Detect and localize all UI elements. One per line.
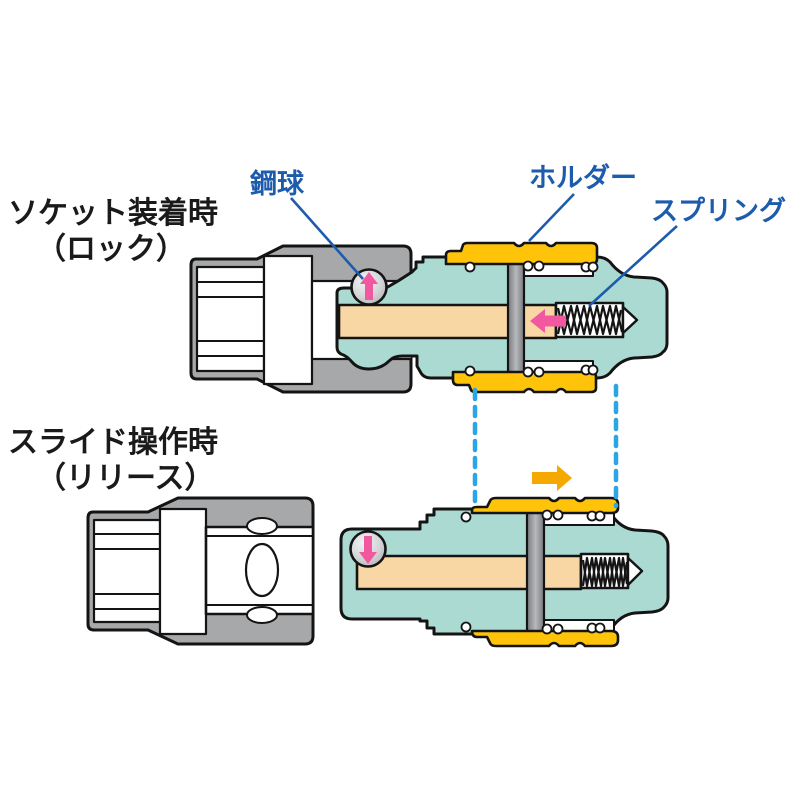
spring-leader-line bbox=[588, 225, 678, 307]
spring-coil-front-released bbox=[581, 556, 629, 588]
socket-face-strip bbox=[262, 254, 314, 386]
holder-pin-released bbox=[525, 506, 546, 636]
spring-seat-cone-released bbox=[626, 556, 644, 587]
state-title-locked: ソケット装着時 bbox=[8, 196, 218, 230]
drive-ball-hole bbox=[244, 542, 280, 598]
ball-up-arrow-icon bbox=[360, 272, 378, 300]
figure-locked bbox=[189, 241, 669, 394]
holder-leader-line bbox=[528, 193, 575, 242]
socket-hex-cavity-lines bbox=[197, 281, 264, 357]
spring-push-left-arrow-icon bbox=[530, 309, 566, 333]
drive-ball-hole-bottom bbox=[246, 606, 278, 624]
drive-shaft-released bbox=[355, 554, 583, 591]
callout-holder: ホルダー bbox=[529, 162, 637, 193]
holder-sleeve-bottom bbox=[451, 370, 598, 394]
spring bbox=[554, 301, 639, 339]
callout-steel-ball: 鋼球 bbox=[250, 169, 305, 199]
state-subtitle-released: （リリース） bbox=[36, 461, 215, 495]
holder-pin bbox=[506, 254, 526, 380]
socket-hex-cavity-lines-released bbox=[94, 533, 160, 610]
detent-balls bbox=[464, 260, 599, 378]
spring-seat-cone bbox=[621, 305, 639, 335]
spring-coil-back bbox=[556, 304, 623, 336]
socket-hex-cavity-released bbox=[92, 518, 162, 624]
drive-ball-hole-top bbox=[246, 517, 278, 535]
spring-released bbox=[579, 552, 644, 590]
figure-released bbox=[86, 465, 670, 648]
state-title-released: スライド操作時 bbox=[8, 426, 218, 459]
state-subtitle-locked: （ロック） bbox=[36, 232, 186, 266]
callout-spring: スプリング bbox=[651, 195, 786, 226]
steel-ball-leader-line bbox=[290, 197, 364, 280]
socket-face-strip-released bbox=[158, 507, 208, 636]
socket-drive-end-face bbox=[204, 517, 315, 624]
holder-sleeve-top bbox=[444, 241, 599, 266]
holder-sleeve-bottom-released bbox=[470, 629, 620, 648]
detent-balls-released bbox=[460, 509, 606, 635]
slide-right-arrow-icon bbox=[532, 465, 572, 491]
spring-coil-back-released bbox=[581, 556, 629, 588]
ball-down-arrow-icon bbox=[359, 536, 377, 564]
